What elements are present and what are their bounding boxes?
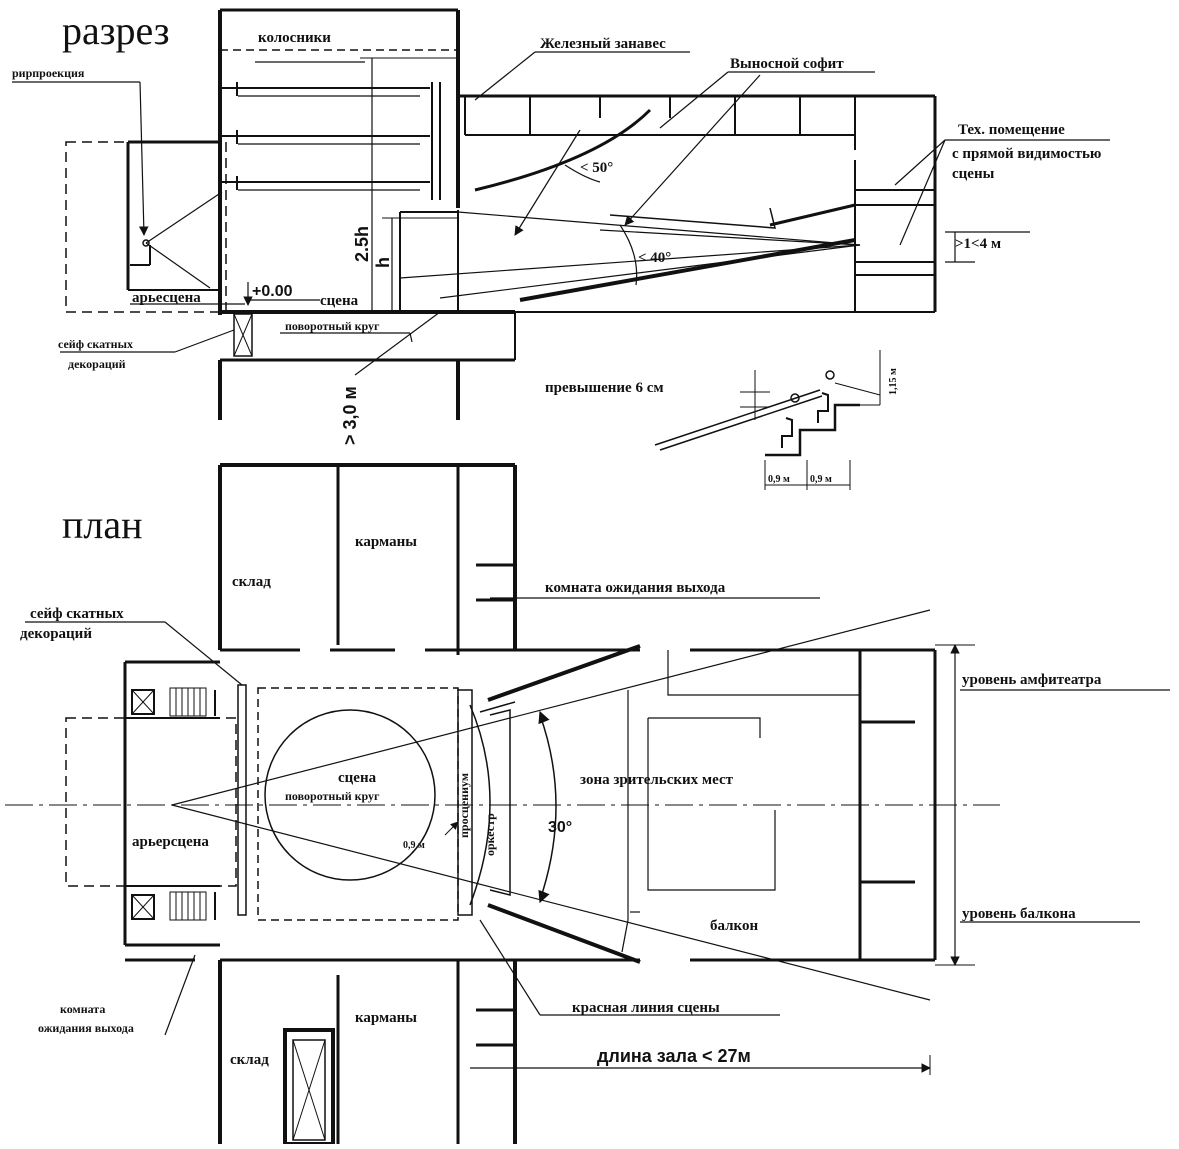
label-backstage-plan: арьерсцена xyxy=(132,834,209,850)
plan-drawing xyxy=(5,463,1170,1146)
label-remote-soffit: Выносной софит xyxy=(730,56,844,72)
label-h: h xyxy=(373,257,393,268)
plan-labels: план карманы склад комната ожидания выхо… xyxy=(20,502,1102,1068)
label-safe-2: декораций xyxy=(68,357,126,371)
label-stage-plan: сцена xyxy=(338,770,377,786)
label-dim-09: 0,9 м xyxy=(403,840,425,851)
label-tech-room-3: сцены xyxy=(952,166,995,182)
label-tech-room-2: с прямой видимостью xyxy=(952,146,1101,162)
label-storage-bottom: склад xyxy=(230,1052,269,1068)
label-row-height: 1,15 м xyxy=(888,368,899,395)
label-amphitheatre: уровень амфитеатра xyxy=(962,672,1102,688)
label-row-width-2: 0,9 м xyxy=(810,474,832,485)
label-balcony: балкон xyxy=(710,918,758,934)
label-stage: сцена xyxy=(320,293,359,309)
section-title: разрез xyxy=(62,8,170,53)
label-tech-height: >1<4 м xyxy=(955,236,1001,252)
label-rear-projection: рирпроекция xyxy=(12,66,85,80)
label-rise: превышение 6 см xyxy=(545,380,664,396)
label-turntable: поворотный круг xyxy=(285,319,380,333)
label-waiting-room-top: комната ожидания выхода xyxy=(545,580,726,596)
label-safe-plan-1: сейф скатных xyxy=(30,606,124,622)
label-safe-plan-2: декораций xyxy=(20,626,92,642)
plan-title: план xyxy=(62,502,143,547)
label-safe-1: сейф скатных xyxy=(58,337,133,351)
label-orchestra: оркестр xyxy=(483,813,497,856)
label-waiting-room-bottom-1: комната xyxy=(60,1002,105,1016)
label-angle-50: < 50° xyxy=(580,160,613,176)
label-angle-40: < 40° xyxy=(638,250,671,266)
label-2-5h: 2.5h xyxy=(352,226,372,262)
label-level: +0.00 xyxy=(252,283,293,300)
section-labels: разрез колосники Железный занавес Выносн… xyxy=(12,8,1101,485)
label-depth: > 3,0 м xyxy=(340,386,360,445)
seat-rise-detail xyxy=(654,350,881,490)
label-proscenium: просцениум xyxy=(457,773,471,838)
label-backstage: арьесцена xyxy=(132,290,201,306)
label-angle-30: 30° xyxy=(548,819,572,836)
label-pockets-bottom: карманы xyxy=(355,1010,417,1026)
label-waiting-room-bottom-2: ожидания выхода xyxy=(38,1021,134,1035)
label-seating-zone: зона зрительских мест xyxy=(580,772,734,788)
label-iron-curtain: Железный занавес xyxy=(540,36,666,52)
label-balcony-level: уровень балкона xyxy=(962,906,1076,922)
label-red-line: красная линия сцены xyxy=(572,1000,720,1016)
label-hall-length: длина зала < 27м xyxy=(597,1046,751,1066)
label-grid: колосники xyxy=(258,30,331,46)
label-storage-top: склад xyxy=(232,574,271,590)
grid-battens xyxy=(222,82,441,200)
label-tech-room-1: Тех. помещение xyxy=(958,122,1065,138)
label-turntable-plan: поворотный круг xyxy=(285,789,380,803)
section-drawing xyxy=(12,8,1110,420)
label-row-width-1: 0,9 м xyxy=(768,474,790,485)
label-pockets-top: карманы xyxy=(355,534,417,550)
